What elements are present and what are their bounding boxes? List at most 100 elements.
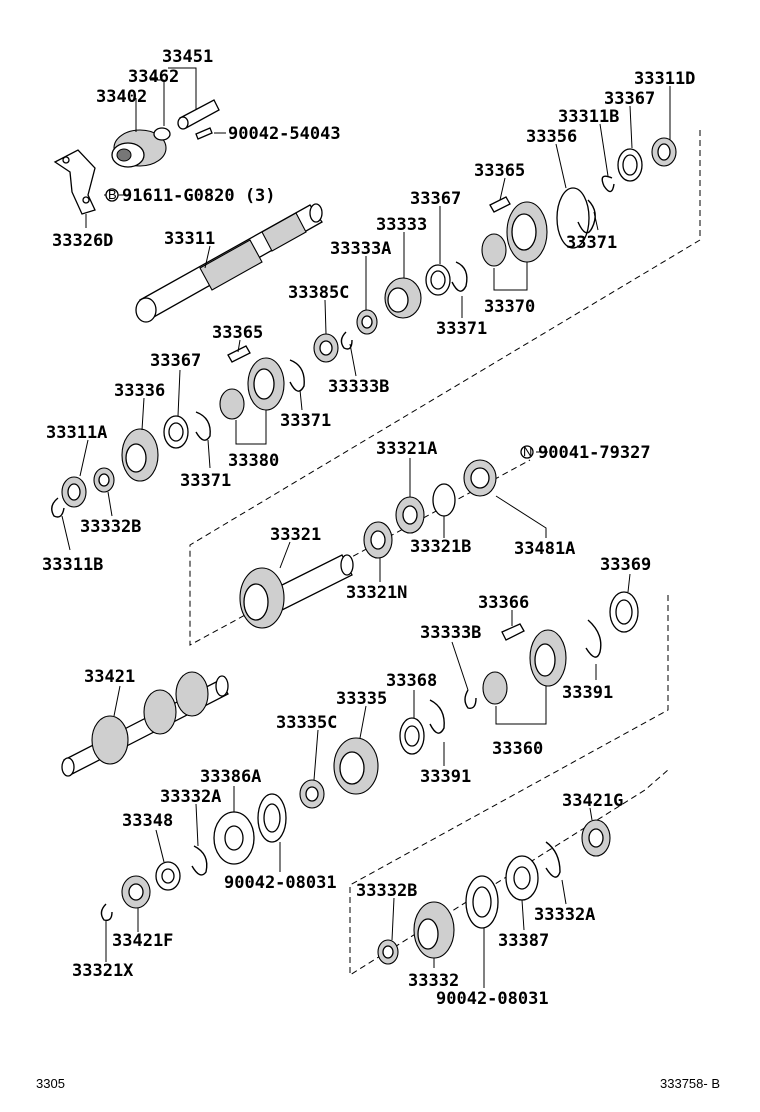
sleeve-33370 <box>481 201 548 267</box>
label-33311: 33311 <box>164 229 215 249</box>
label-33387: 33387 <box>498 931 549 951</box>
label-33333B-lower: 33333B <box>420 623 481 643</box>
ring-33367-mid <box>425 264 451 296</box>
label-33391-left: 33391 <box>420 767 471 787</box>
gear-33333 <box>384 277 422 319</box>
bearing-33332B-upper <box>93 467 115 493</box>
main-shaft-33311 <box>135 203 323 323</box>
label-33333A: 33333A <box>330 239 391 259</box>
label-33365-lower: 33365 <box>212 323 263 343</box>
bearing-33385C <box>313 333 339 363</box>
key-33365-top <box>489 196 511 213</box>
label-33371-mid: 33371 <box>436 319 487 339</box>
clip-33333B-lower <box>464 689 477 709</box>
bearing-33311D <box>651 137 677 167</box>
label-33371-lower: 33371 <box>280 411 331 431</box>
clip-33321X <box>100 903 113 922</box>
shift-fork-33326D <box>53 149 96 215</box>
label-33333B-upper: 33333B <box>328 377 389 397</box>
label-90042-54043: 90042-54043 <box>228 124 341 144</box>
label-91611-G0820: 91611-G0820 (3) <box>122 186 276 206</box>
label-33367-left: 33367 <box>150 351 201 371</box>
label-33462: 33462 <box>128 67 179 87</box>
ring-33367-left <box>163 415 189 449</box>
label-33335C: 33335C <box>276 713 337 733</box>
leader-lines <box>61 67 671 988</box>
label-33335: 33335 <box>336 689 387 709</box>
gear-33402 <box>111 129 167 168</box>
label-33332B-lower: 33332B <box>356 881 417 901</box>
label-33371-left: 33371 <box>180 471 231 491</box>
label-33332A-left: 33332A <box>160 787 221 807</box>
marker-b-circle: B <box>105 187 119 202</box>
clip-33371-lower <box>289 359 305 392</box>
label-33348: 33348 <box>122 811 173 831</box>
bearing-33321N <box>363 521 393 559</box>
label-33311D: 33311D <box>634 69 695 89</box>
input-shaft-33321 <box>239 554 354 629</box>
key-33365-lower <box>227 345 251 363</box>
footer-page-code: 3305 <box>36 1076 65 1091</box>
sleeve-33380 <box>219 357 285 420</box>
label-33321N: 33321N <box>346 583 407 603</box>
label-33360: 33360 <box>492 739 543 759</box>
washer-90042-08031-a <box>257 793 287 843</box>
label-33332B-upper: 33332B <box>80 517 141 537</box>
label-33333: 33333 <box>376 215 427 235</box>
gear-33387 <box>505 855 539 901</box>
label-90041-79327: 90041-79327 <box>538 443 651 463</box>
label-33451: 33451 <box>162 47 213 67</box>
label-33481A: 33481A <box>514 539 575 559</box>
label-33421F: 33421F <box>112 931 173 951</box>
key-33366 <box>501 623 525 641</box>
ring-33368 <box>399 717 425 755</box>
bearing-33311A <box>61 476 87 508</box>
label-33421: 33421 <box>84 667 135 687</box>
label-33380: 33380 <box>228 451 279 471</box>
label-33356: 33356 <box>526 127 577 147</box>
clip-33333B-upper <box>340 331 353 350</box>
marker-b-text: B <box>108 187 117 202</box>
ring-33367-top <box>617 148 643 182</box>
label-33321A: 33321A <box>376 439 437 459</box>
label-33332: 33332 <box>408 971 459 991</box>
ring-33321B <box>432 483 456 517</box>
clip-33371-left <box>195 411 211 441</box>
clip-33371-top <box>577 199 596 234</box>
label-33385C: 33385C <box>288 283 349 303</box>
label-33367-mid: 33367 <box>410 189 461 209</box>
label-33402: 33402 <box>96 87 147 107</box>
gear-33335 <box>333 737 379 795</box>
label-90042-08031-b: 90042-08031 <box>436 989 549 1009</box>
clip-33311B-bottom <box>51 497 65 518</box>
clip-33332A-right <box>545 841 561 878</box>
marker-n-circle: N <box>520 444 534 459</box>
label-33366: 33366 <box>478 593 529 613</box>
clip-33332A-left <box>191 845 208 876</box>
bearing-33481A <box>463 459 497 497</box>
shaft-33451 <box>177 99 220 130</box>
label-33311B-top: 33311B <box>558 107 619 127</box>
bearing-33421G <box>581 819 611 857</box>
label-33391-right: 33391 <box>562 683 613 703</box>
counter-shaft-33421 <box>61 671 229 777</box>
label-33386A: 33386A <box>200 767 261 787</box>
label-33365-top: 33365 <box>474 161 525 181</box>
label-90042-08031-a: 90042-08031 <box>224 873 337 893</box>
clip-33391-left <box>429 699 445 734</box>
label-33321: 33321 <box>270 525 321 545</box>
label-33421G: 33421G <box>562 791 623 811</box>
label-33336: 33336 <box>114 381 165 401</box>
label-33370: 33370 <box>484 297 535 317</box>
pin-90042-54043 <box>195 127 213 140</box>
ring-33462 <box>153 127 171 141</box>
label-33332A-right: 33332A <box>534 905 595 925</box>
label-33321B: 33321B <box>410 537 471 557</box>
bearing-33421F <box>121 875 151 909</box>
label-33321X: 33321X <box>72 961 134 981</box>
label-33368: 33368 <box>386 671 437 691</box>
clip-33371-mid <box>451 261 468 292</box>
lower-assembly-boundary <box>349 595 669 976</box>
ring-33348 <box>155 861 181 891</box>
